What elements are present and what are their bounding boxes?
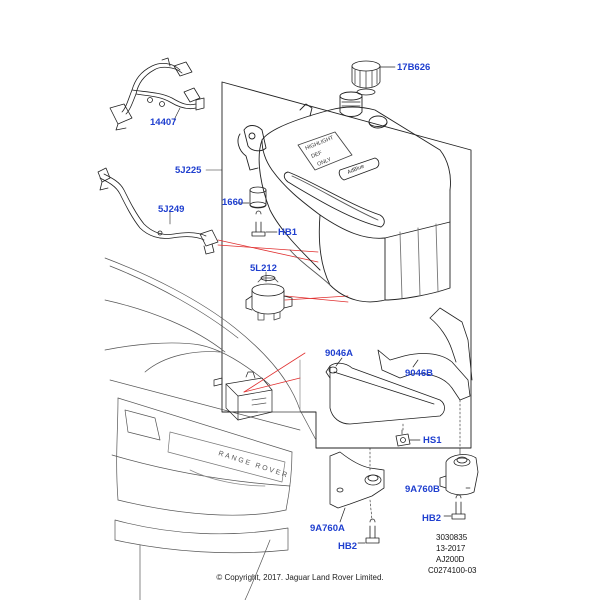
bracket-9046a	[325, 357, 445, 425]
mount-9a760b	[439, 454, 479, 496]
bolt-hb2-right	[443, 494, 466, 520]
callout-hb2-left[interactable]: HB2	[338, 541, 358, 552]
harness-5j249	[97, 167, 219, 255]
wiring-harness-14407	[109, 57, 205, 131]
tank-emboss-line-3: ONLY	[317, 157, 333, 168]
callout-1660[interactable]: 1660	[222, 197, 244, 208]
assembly-boundary-outline	[221, 81, 472, 449]
leader-lines-red	[217, 239, 349, 393]
reference-date: 13-2017	[436, 544, 466, 553]
filler-cap-17b626	[351, 60, 396, 96]
callout-9046b[interactable]: 9046B	[405, 368, 433, 379]
reference-illustration-id: C0274100-03	[428, 566, 477, 575]
callout-5j225[interactable]: 5J225	[175, 165, 202, 176]
tank-in-vehicle-icon	[213, 371, 273, 421]
callout-14407[interactable]: 14407	[150, 117, 177, 128]
bolt-hb1	[251, 210, 278, 237]
callout-hb2-right[interactable]: HB2	[422, 513, 442, 524]
callout-9a760a[interactable]: 9A760A	[310, 523, 345, 534]
callout-9046a[interactable]: 9046A	[325, 348, 353, 359]
copyright-notice: © Copyright, 2017. Jaguar Land Rover Lim…	[216, 573, 384, 582]
reference-number: 3030835	[436, 533, 468, 542]
callout-hb1[interactable]: HB1	[278, 227, 298, 238]
bracket-9046b	[377, 307, 473, 401]
def-tank-5j225	[237, 91, 451, 303]
tank-emboss-brand: AdBlue	[347, 164, 366, 176]
stud-hs1	[395, 429, 421, 447]
bolt-hb2-left	[357, 518, 380, 544]
part-1660	[237, 186, 267, 209]
leader-lines-black	[169, 107, 461, 521]
vehicle-badge-text: RANGE ROVER	[217, 450, 289, 479]
callout-9a760b[interactable]: 9A760B	[405, 484, 440, 495]
callout-5j249[interactable]: 5J249	[158, 204, 185, 215]
tank-embossed-text: HIGHLIGHT DEF ONLY AdBlue	[305, 135, 366, 176]
reference-model-code: AJ200D	[436, 555, 465, 564]
callout-17b626[interactable]: 17B626	[397, 62, 431, 73]
mount-9a760a	[329, 451, 385, 523]
vehicle-rear-illustration	[104, 257, 317, 600]
heater-5l212	[245, 275, 293, 321]
tank-emboss-line-2: DEF	[311, 150, 324, 160]
callout-hs1[interactable]: HS1	[423, 435, 442, 446]
callout-5l212[interactable]: 5L212	[250, 263, 277, 274]
